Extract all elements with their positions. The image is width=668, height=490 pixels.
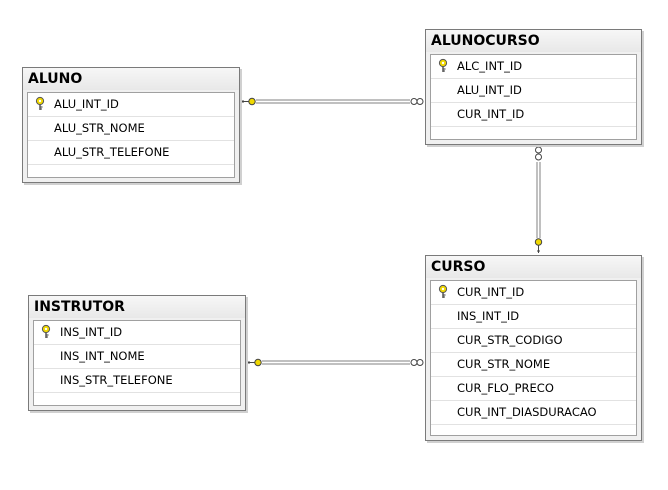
column-name: CUR_STR_CODIGO	[457, 333, 563, 347]
column-row[interactable]: CUR_FLO_PRECO	[431, 377, 636, 401]
key-icon	[437, 281, 451, 304]
column-row[interactable]: ALU_INT_ID	[431, 79, 636, 103]
column-row[interactable]: CUR_INT_ID	[431, 103, 636, 127]
table-alunocurso[interactable]: ALUNOCURSO ALC_INT_ID ALU_INT_ID CUR_INT_ID	[425, 29, 642, 145]
table-title: CURSO	[426, 256, 641, 278]
column-name: ALU_INT_ID	[54, 97, 119, 111]
key-icon	[34, 93, 48, 116]
infinity-icon	[410, 98, 424, 105]
column-name: ALU_STR_NOME	[54, 121, 145, 135]
column-row[interactable]: ALC_INT_ID	[431, 55, 636, 79]
key-icon	[241, 97, 256, 106]
infinity-icon	[410, 359, 424, 366]
table-title: INSTRUTOR	[29, 296, 245, 318]
column-row[interactable]: ALU_STR_NOME	[28, 117, 234, 141]
column-row[interactable]: INS_INT_NOME	[34, 345, 240, 369]
column-grid: ALU_INT_ID ALU_STR_NOME ALU_STR_TELEFONE	[27, 92, 235, 178]
relationship-curso-alunocurso[interactable]	[534, 146, 543, 253]
column-row[interactable]: ALU_STR_TELEFONE	[28, 141, 234, 165]
column-name: INS_INT_ID	[457, 309, 520, 323]
column-name: INS_STR_TELEFONE	[60, 373, 173, 387]
column-row[interactable]: CUR_STR_NOME	[431, 353, 636, 377]
column-row[interactable]: CUR_INT_ID	[431, 281, 636, 305]
key-icon	[40, 321, 54, 344]
column-name: CUR_INT_DIASDURACAO	[457, 405, 597, 419]
infinity-icon	[535, 146, 542, 161]
column-name: ALU_INT_ID	[457, 83, 522, 97]
column-grid: ALC_INT_ID ALU_INT_ID CUR_INT_ID	[430, 54, 637, 140]
key-icon	[534, 238, 543, 253]
column-name: CUR_FLO_PRECO	[457, 381, 554, 395]
column-name: CUR_INT_ID	[457, 107, 525, 121]
column-name: ALU_STR_TELEFONE	[54, 145, 170, 159]
column-grid: INS_INT_ID INS_INT_NOME INS_STR_TELEFONE	[33, 320, 241, 406]
relationship-instrutor-curso[interactable]	[247, 358, 424, 367]
key-icon	[437, 55, 451, 78]
table-title: ALUNOCURSO	[426, 30, 641, 52]
table-title: ALUNO	[23, 68, 239, 90]
column-row[interactable]: INS_INT_ID	[431, 305, 636, 329]
column-row[interactable]: INS_INT_ID	[34, 321, 240, 345]
column-row[interactable]: CUR_STR_CODIGO	[431, 329, 636, 353]
column-name: CUR_STR_NOME	[457, 357, 551, 371]
column-name: INS_INT_ID	[60, 325, 123, 339]
table-instrutor[interactable]: INSTRUTOR INS_INT_ID INS_INT_NOME INS_STR_T…	[28, 295, 246, 411]
column-grid: CUR_INT_ID INS_INT_ID CUR_STR_CODIGO CUR_ST…	[430, 280, 637, 436]
column-row[interactable]: ALU_INT_ID	[28, 93, 234, 117]
table-aluno[interactable]: ALUNO ALU_INT_ID ALU_STR_NOME ALU_STR_TELEF…	[22, 67, 240, 183]
column-row[interactable]: INS_STR_TELEFONE	[34, 369, 240, 393]
column-row[interactable]: CUR_INT_DIASDURACAO	[431, 401, 636, 425]
column-name: CUR_INT_ID	[457, 285, 525, 299]
column-name: ALC_INT_ID	[457, 59, 523, 73]
key-icon	[247, 358, 262, 367]
column-name: INS_INT_NOME	[60, 349, 145, 363]
relationship-aluno-alunocurso[interactable]	[241, 97, 424, 106]
